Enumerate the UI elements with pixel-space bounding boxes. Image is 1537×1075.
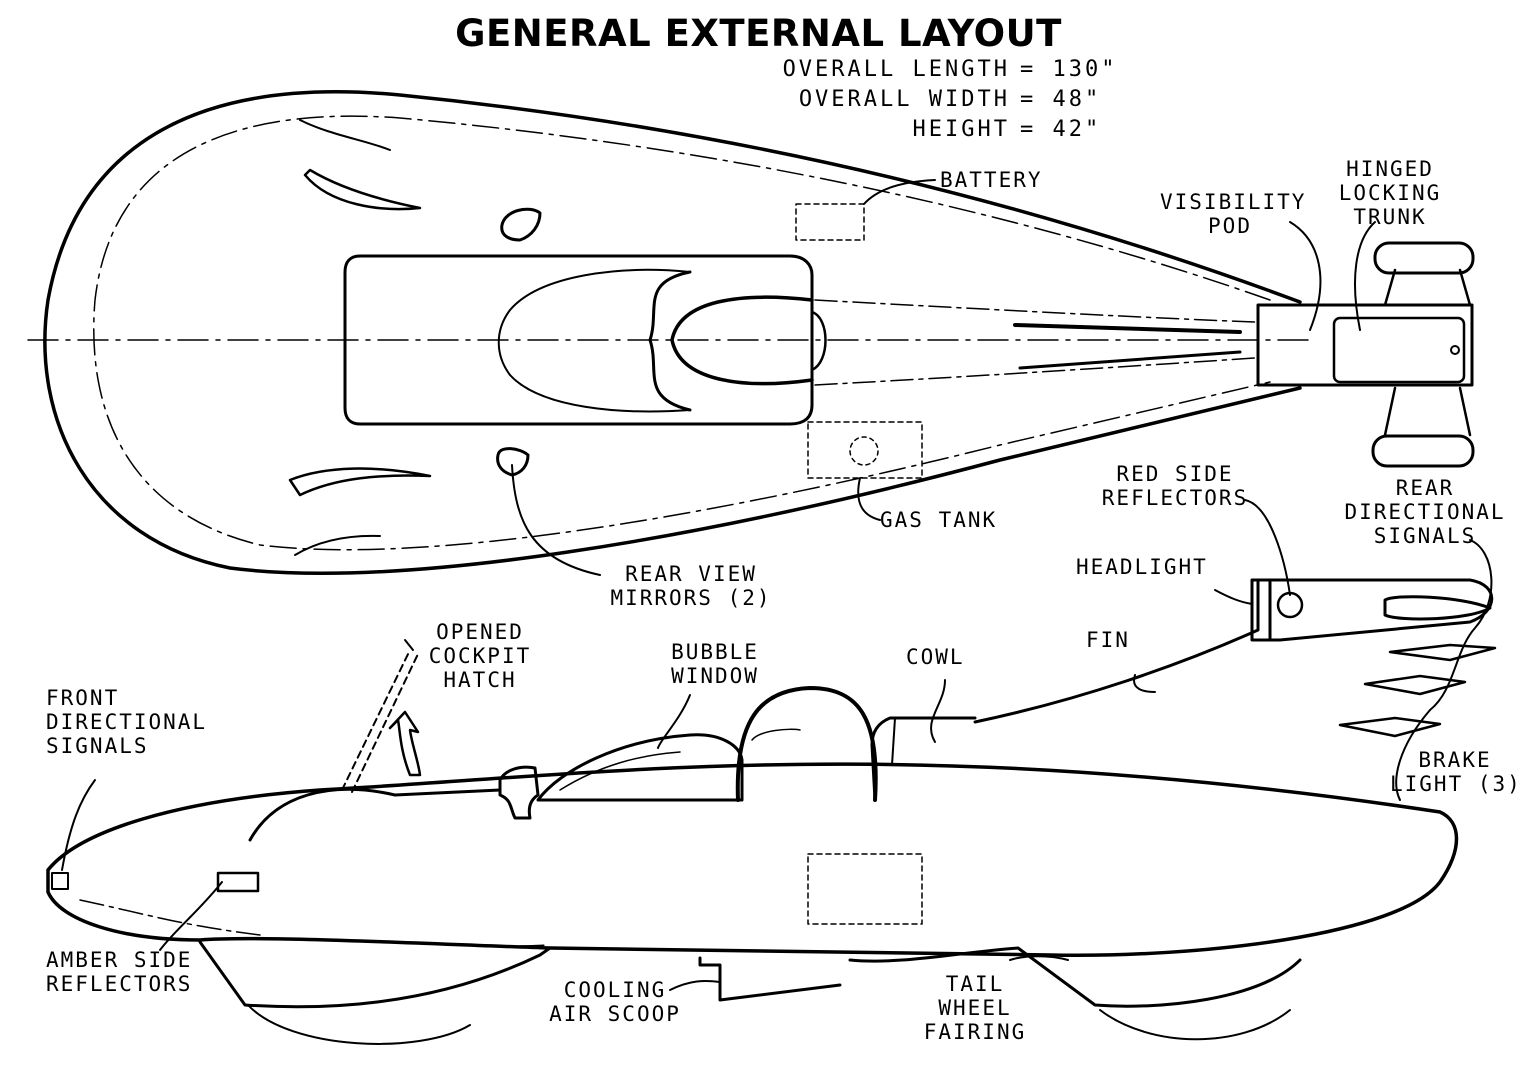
label-fin: FIN: [1086, 628, 1130, 652]
front-wheel-fairing: [198, 940, 552, 1009]
battery-outline: [795, 203, 865, 241]
leader-signals-brake: [1395, 539, 1493, 801]
front-wheel: [247, 1004, 471, 1045]
cowl-inner: [891, 717, 896, 766]
headlight-housing: [1250, 578, 1272, 642]
visibility-pod: [1256, 303, 1474, 387]
bubble-window: [536, 733, 744, 802]
side-hatch-arrow: [388, 710, 422, 777]
label-cooling-air-scoop: COOLING AIR SCOOP: [549, 978, 681, 1026]
dimension-width: OVERALL WIDTH= 48": [798, 87, 1102, 112]
label-opened-cockpit-hatch: OPENED COCKPIT HATCH: [428, 620, 532, 692]
top-line-1: [814, 299, 1256, 323]
cooling-air-scoop: [698, 956, 842, 1002]
leader-trunk: [1354, 221, 1376, 331]
side-opened-hatch: [341, 649, 419, 793]
label-bubble-window: BUBBLE WINDOW: [671, 640, 759, 688]
side-seat-detail: [751, 728, 801, 741]
leader-reflectors: [1244, 499, 1291, 596]
side-hatch-hump: [248, 787, 502, 842]
top-line-2: [814, 357, 1256, 386]
bubble-window-reflection: [559, 751, 681, 791]
gas-tank-cap: [849, 436, 879, 466]
label-battery: BATTERY: [940, 168, 1043, 192]
label-front-directional-signals: FRONT DIRECTIONAL SIGNALS: [46, 686, 208, 758]
side-lower-line: [79, 899, 261, 936]
label-brake-light: BRAKE LIGHT (3): [1390, 748, 1522, 796]
side-hatch-tip: [404, 639, 414, 651]
leader-cowl: [930, 679, 946, 743]
label-rear-view-mirrors: REAR VIEW MIRRORS (2): [610, 562, 772, 610]
label-tail-wheel-fairing: TAIL WHEEL FAIRING: [923, 972, 1027, 1044]
top-swoosh-4: [294, 534, 381, 556]
label-gas-tank: GAS TANK: [880, 508, 998, 532]
side-fin: [973, 578, 1494, 724]
top-fin-struts-1: [1383, 268, 1472, 307]
leader-tail-fairing: [1009, 955, 1069, 961]
label-rear-directional-signals: REAR DIRECTIONAL SIGNALS: [1344, 476, 1506, 548]
top-inner-outline: [93, 115, 1271, 551]
leader-scoop: [669, 980, 721, 991]
top-swoosh-1: [303, 168, 422, 211]
leader-front-signal: [61, 779, 96, 871]
side-body-outline: [46, 762, 1459, 958]
leader-gas-tank: [857, 477, 881, 521]
top-mirror-2: [496, 447, 530, 477]
trunk-lock: [1450, 345, 1460, 355]
side-door-outline: [807, 853, 923, 925]
top-cockpit-frame: [343, 254, 814, 426]
leader-headlight: [1214, 589, 1253, 605]
cowl-outline: [870, 716, 977, 802]
side-view: [46, 499, 1497, 1045]
tail-wheel-fairing: [848, 946, 1302, 1008]
top-fin-struts-2: [1383, 386, 1472, 437]
side-rear-signal: [1383, 595, 1492, 621]
side-brake-light-1: [1388, 643, 1497, 662]
top-mirror-1: [500, 207, 542, 242]
label-visibility-pod: VISIBILITY POD: [1160, 190, 1307, 238]
leader-bubble: [657, 694, 691, 749]
label-red-side-reflectors: RED SIDE REFLECTORS: [1101, 462, 1249, 510]
leader-fin: [1133, 674, 1156, 693]
top-seat: [670, 295, 814, 386]
gas-tank-outline: [807, 421, 923, 479]
side-brake-light-2: [1363, 674, 1467, 696]
top-signal-1: [1373, 241, 1475, 275]
label-headlight: HEADLIGHT: [1076, 555, 1208, 579]
top-swoosh-3: [299, 119, 391, 151]
leader-visibility-pod: [1289, 221, 1322, 331]
leader-amber: [159, 881, 223, 951]
top-windshield: [810, 310, 827, 372]
side-sill-line: [199, 938, 549, 947]
leader-battery: [863, 179, 936, 205]
top-view: [27, 90, 1475, 576]
side-brake-light-3: [1338, 716, 1442, 738]
top-hatch-bubble: [497, 268, 691, 413]
top-stripe-2: [1018, 350, 1242, 370]
label-hinged-trunk: HINGED LOCKING TRUNK: [1338, 157, 1442, 229]
front-directional-signal: [51, 872, 69, 890]
dimension-length: OVERALL LENGTH= 130": [782, 57, 1118, 82]
red-side-reflector: [1276, 591, 1304, 619]
top-signal-2: [1371, 434, 1475, 468]
top-hatch-edge: [648, 270, 692, 412]
tail-wheel: [1099, 1009, 1291, 1041]
top-swoosh-2: [288, 467, 432, 497]
trunk-lid: [1332, 316, 1466, 384]
dimension-height: HEIGHT= 42": [912, 117, 1102, 142]
amber-side-reflector: [216, 871, 260, 893]
side-mirror: [498, 765, 540, 820]
side-seat-back: [735, 686, 878, 802]
label-cowl: COWL: [906, 645, 965, 669]
top-stripe-1: [1013, 323, 1242, 334]
top-body-outline: [43, 90, 1302, 575]
leader-mirrors: [511, 464, 601, 576]
diagram-title: GENERAL EXTERNAL LAYOUT: [455, 12, 1062, 55]
label-amber-side-reflectors: AMBER SIDE REFLECTORS: [46, 948, 193, 996]
